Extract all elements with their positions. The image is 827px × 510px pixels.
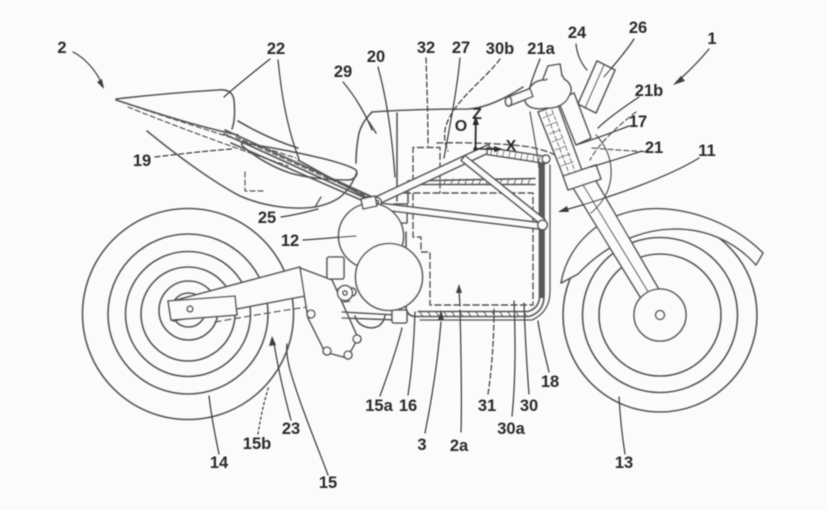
svg-text:20: 20: [367, 48, 385, 66]
svg-text:15: 15: [319, 474, 337, 492]
svg-text:27: 27: [452, 39, 470, 57]
svg-text:22: 22: [267, 40, 285, 58]
svg-text:21: 21: [645, 139, 663, 157]
svg-text:31: 31: [478, 397, 496, 415]
svg-text:30a: 30a: [497, 420, 525, 438]
svg-text:18: 18: [541, 373, 559, 391]
svg-text:23: 23: [282, 420, 300, 438]
svg-text:26: 26: [629, 19, 647, 37]
svg-text:16: 16: [399, 397, 417, 415]
svg-text:1: 1: [707, 30, 716, 48]
svg-text:21a: 21a: [527, 40, 555, 58]
svg-text:13: 13: [615, 454, 633, 472]
svg-text:2: 2: [57, 39, 66, 57]
svg-text:24: 24: [568, 24, 587, 42]
svg-text:21b: 21b: [635, 82, 663, 100]
svg-text:3: 3: [417, 436, 426, 454]
svg-text:25: 25: [258, 209, 276, 227]
svg-text:2a: 2a: [450, 437, 469, 455]
svg-text:14: 14: [210, 454, 229, 472]
svg-text:29: 29: [334, 63, 352, 81]
svg-text:11: 11: [698, 142, 715, 160]
svg-text:O: O: [455, 118, 467, 135]
svg-text:X: X: [506, 138, 517, 155]
svg-text:32: 32: [417, 39, 435, 57]
svg-text:Z: Z: [472, 106, 482, 123]
svg-text:15a: 15a: [365, 397, 393, 415]
svg-text:17: 17: [629, 113, 647, 131]
svg-text:15b: 15b: [243, 435, 271, 453]
svg-text:30b: 30b: [486, 40, 514, 58]
svg-text:12: 12: [281, 232, 299, 250]
svg-text:30: 30: [520, 397, 538, 415]
svg-text:19: 19: [133, 152, 151, 170]
